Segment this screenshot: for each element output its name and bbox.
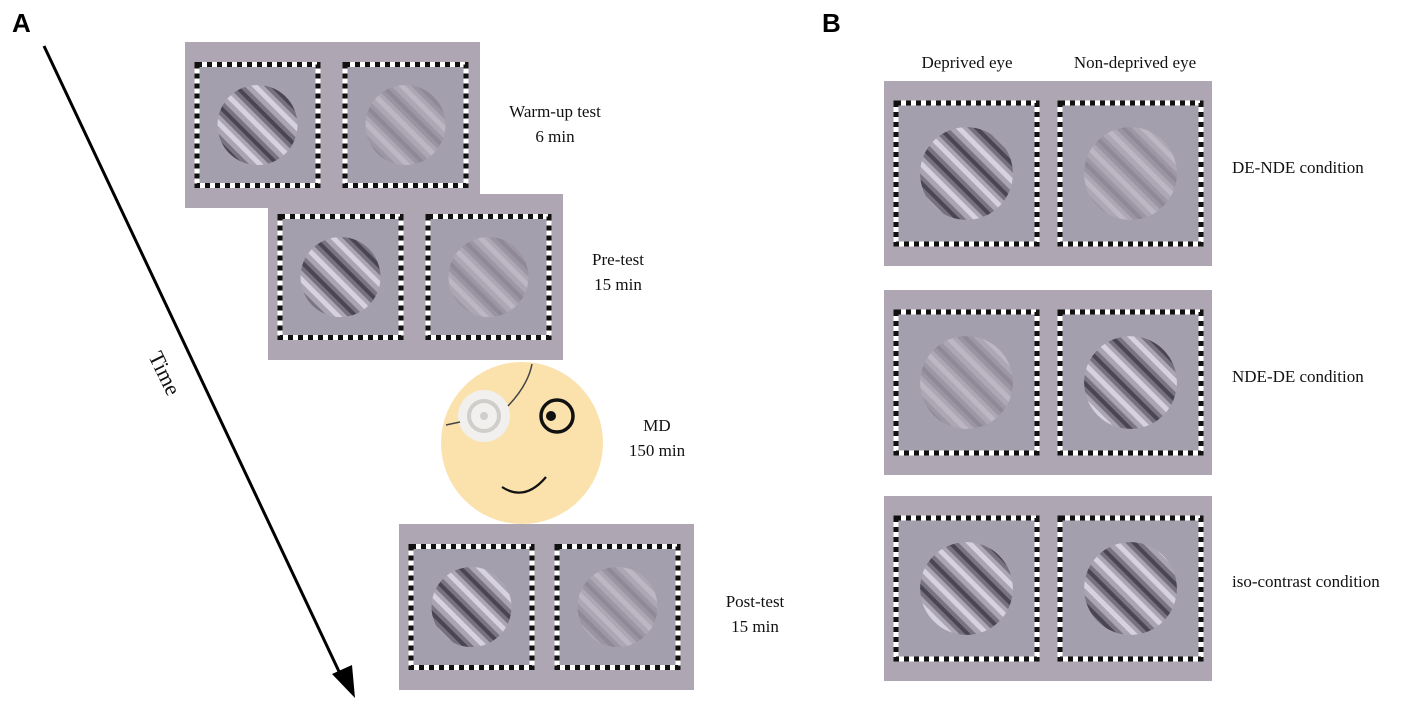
condition-label-nde-de: NDE-DE condition: [1232, 367, 1364, 386]
warm-up-right-eye-stimulus: [342, 62, 469, 188]
condition-label-iso-contrast: iso-contrast condition: [1232, 572, 1380, 591]
warm-up-screen: [185, 42, 480, 208]
stage-name-post-test: Post-test: [726, 592, 785, 611]
stage-name-pre-test: Pre-test: [592, 250, 644, 269]
grating-high-contrast: [217, 85, 298, 165]
stage-duration-post-test: 15 min: [731, 617, 779, 636]
post-test-right-eye-stimulus: [554, 544, 681, 670]
column-header-non-deprived-eye: Non-deprived eye: [1074, 53, 1196, 72]
pre-test-left-eye-stimulus: [277, 214, 404, 340]
post-test-screen: [399, 524, 694, 690]
grating-high-contrast: [431, 567, 512, 647]
grating-low-contrast: [448, 237, 529, 317]
stage-duration-pre-test: 15 min: [594, 275, 642, 294]
pre-test-screen: [268, 194, 563, 360]
grating-high-contrast: [300, 237, 381, 317]
grating-low-contrast: [920, 336, 1013, 429]
condition-1-right-eye-stimulus: [1057, 100, 1204, 247]
condition-1-left-eye-stimulus: [893, 100, 1040, 247]
time-label: Time: [144, 347, 186, 399]
time-arrow: [42, 45, 355, 698]
arrowhead-icon: [332, 665, 355, 698]
pre-test-right-eye-stimulus: [425, 214, 552, 340]
patch-strap-left: [445, 421, 461, 426]
grating-high-contrast: [1084, 542, 1177, 635]
open-eye-icon: [539, 398, 575, 434]
stage-name-md: MD: [643, 416, 670, 435]
condition-3-right-eye-stimulus: [1057, 515, 1204, 662]
warm-up-left-eye-stimulus: [194, 62, 321, 188]
smile-icon: [501, 476, 547, 494]
grating-high-contrast: [920, 542, 1013, 635]
face-circle: [441, 362, 603, 524]
condition-2-left-eye-stimulus: [893, 309, 1040, 456]
column-header-deprived-eye: Deprived eye: [921, 53, 1012, 72]
panel-b-letter: B: [822, 8, 841, 38]
post-test-left-eye-stimulus: [408, 544, 535, 670]
stage-duration-warm-up: 6 min: [535, 127, 575, 146]
stage-duration-md: 150 min: [629, 441, 686, 460]
condition-3-left-eye-stimulus: [893, 515, 1040, 662]
grating-high-contrast: [1084, 336, 1177, 429]
patch-strap-top: [507, 363, 533, 407]
grating-low-contrast: [577, 567, 658, 647]
grating-low-contrast: [1084, 127, 1177, 220]
panel-a-letter: A: [12, 8, 31, 38]
condition-2-right-eye-stimulus: [1057, 309, 1204, 456]
nde-de-screen: [884, 290, 1212, 475]
stage-name-warm-up: Warm-up test: [509, 102, 601, 121]
de-nde-screen: [884, 81, 1212, 266]
grating-high-contrast: [920, 127, 1013, 220]
md-face: [441, 362, 603, 524]
grating-low-contrast: [365, 85, 446, 165]
iso-contrast-screen: [884, 496, 1212, 681]
condition-label-de-nde: DE-NDE condition: [1232, 158, 1364, 177]
